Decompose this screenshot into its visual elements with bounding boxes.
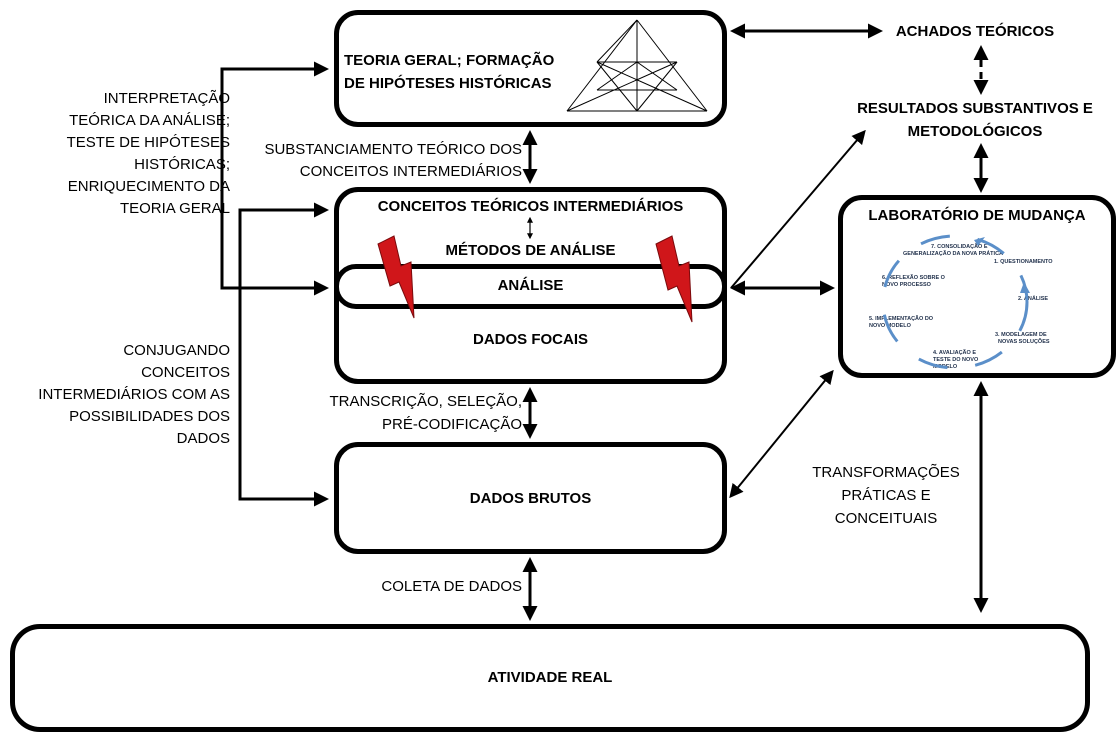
laboratorio-box (838, 195, 1116, 378)
analise-label: ANÁLISE (497, 277, 564, 294)
interpretacao-line-6: TEORIA GERAL (119, 200, 230, 217)
transformacoes-line-3: CONCEITUAIS (834, 510, 938, 527)
cycle-step-6-line-2: NOVO PROCESSO (882, 282, 931, 288)
analise-box (334, 264, 727, 309)
resultados-line-2: METODOLÓGICOS (907, 123, 1043, 140)
cycle-step-2-line-1: 2. ANÁLISE (1018, 296, 1049, 302)
dados-focais-label: DADOS FOCAIS (472, 331, 588, 348)
cycle-step-7-line-2: GENERALIZAÇÃO DA NOVA PRÁTICA (903, 251, 1004, 257)
cycle-step-4-line-1: 4. AVALIAÇÃO E (933, 350, 976, 356)
achados-teoricos-label: ACHADOS TEÓRICOS (895, 23, 1055, 40)
teoria-geral-line-1: TEORIA GERAL; FORMAÇÃO (344, 52, 555, 69)
conjugando-line-3: INTERMEDIÁRIOS COM AS (38, 386, 230, 403)
teoria-geral-line-2: DE HIPÓTESES HISTÓRICAS (344, 75, 552, 92)
dados-brutos-label: DADOS BRUTOS (469, 490, 592, 507)
conjugando-line-2: CONCEITOS (141, 364, 230, 381)
loop-interpretacao (220, 61, 329, 296)
interpretacao-line-2: TEÓRICA DA ANÁLISE; (69, 112, 230, 129)
cycle-step-3-line-1: 3. MODELAGEM DE (995, 332, 1047, 338)
laboratorio-label: LABORATÓRIO DE MUDANÇA (868, 207, 1086, 224)
transcricao-line-2: PRÉ-CODIFICAÇÃO (381, 416, 522, 433)
cycle-step-1-line-1: 1. QUESTIONAMENTO (994, 259, 1053, 265)
transcricao-line-1: TRANSCRIÇÃO, SELEÇÃO, (329, 393, 522, 410)
interpretacao-line-3: TESTE DE HIPÓTESES (66, 134, 230, 151)
arrow-brutos-laboratorio (729, 369, 834, 499)
conceitos-label: CONCEITOS TEÓRICOS INTERMEDIÁRIOS (377, 198, 684, 215)
arrow-analise-resultados (730, 129, 866, 289)
interpretacao-line-5: ENRIQUECIMENTO DA (67, 178, 230, 195)
lightning-icon-left (377, 235, 415, 319)
atividade-real-box (10, 624, 1090, 732)
lightning-icon-right (655, 235, 693, 323)
conjugando-line-4: POSSIBILIDADES DOS (69, 408, 230, 425)
cycle-step-7-line-1: 7. CONSOLIDAÇÃO E (931, 244, 988, 250)
transformacoes-line-1: TRANSFORMAÇÕES (812, 464, 960, 481)
cycle-step-5-line-1: 5. IMPLEMENTAÇÃO DO (869, 316, 934, 322)
theory-network-icon (566, 19, 708, 112)
dados-brutos-box (334, 442, 727, 554)
cycle-arrow-icon (881, 234, 1030, 370)
cycle-step-4-line-2: TESTE DO NOVO (933, 357, 979, 363)
metodos-label: MÉTODOS DE ANÁLISE (445, 242, 616, 259)
substanciamento-line-2: CONCEITOS INTERMEDIÁRIOS (299, 163, 522, 180)
cycle-step-5-line-2: NOVO MODELO (869, 323, 911, 329)
loop-conjugando (238, 202, 329, 507)
teoria-geral-box (334, 10, 727, 127)
interpretacao-line-1: INTERPRETAÇÃO (103, 90, 230, 107)
resultados-line-1: RESULTADOS SUBSTANTIVOS E (857, 100, 1093, 117)
transformacoes-line-2: PRÁTICAS E (841, 487, 931, 504)
cycle-step-3-line-2: NOVAS SOLUÇÕES (998, 339, 1050, 345)
interpretacao-line-4: HISTÓRICAS; (134, 156, 230, 173)
conjugando-line-5: DADOS (176, 430, 230, 447)
coleta-label: COLETA DE DADOS (381, 578, 522, 595)
atividade-real-label: ATIVIDADE REAL (487, 669, 613, 686)
conjugando-line-1: CONJUGANDO (123, 342, 230, 359)
cycle-step-6-line-1: 6. REFLEXÃO SOBRE O (882, 275, 945, 281)
